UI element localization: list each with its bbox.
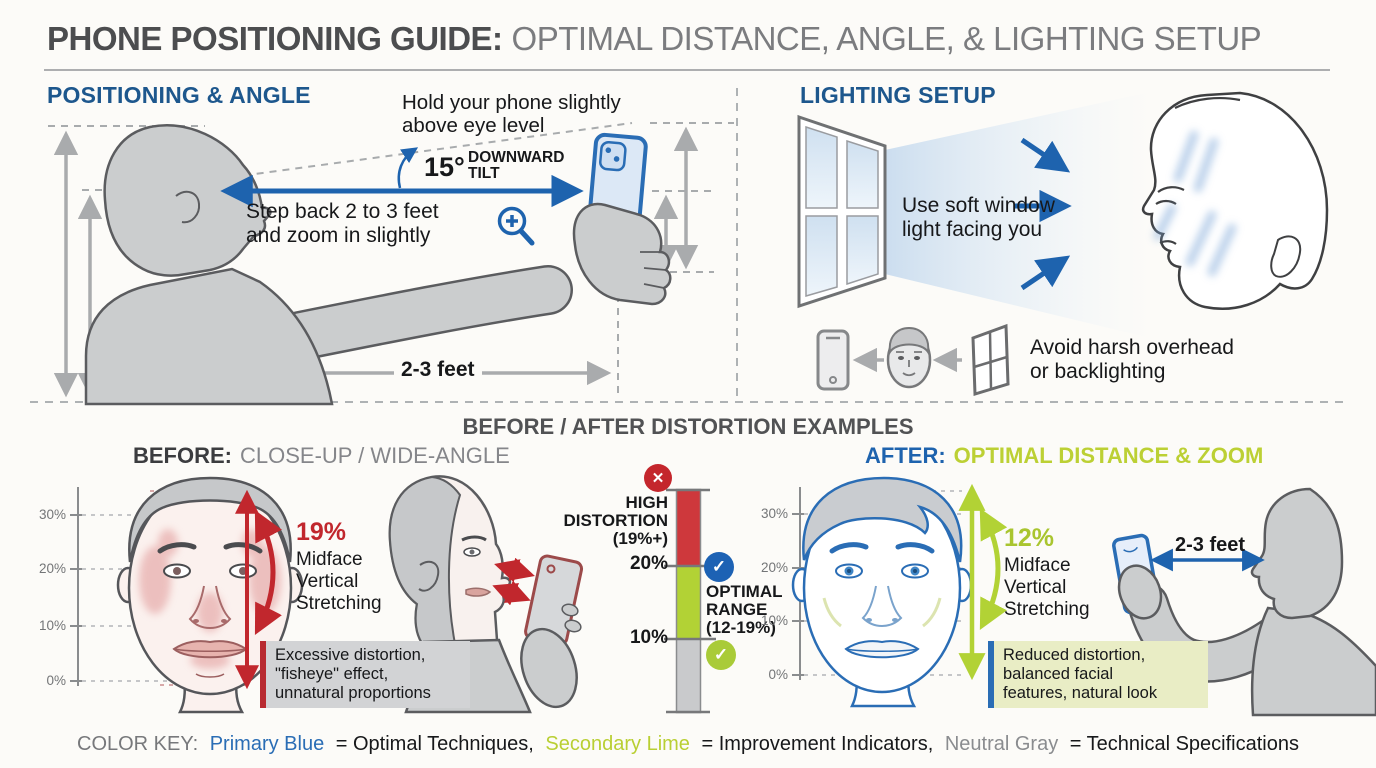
page-title-light: OPTIMAL DISTANCE, ANGLE, & LIGHTING SETU… bbox=[511, 20, 1262, 57]
tilt-angle-value: 15° bbox=[424, 152, 465, 182]
meter-optimal-label: OPTIMAL RANGE (12-19%) bbox=[706, 582, 783, 638]
avoid-light-note: Avoid harsh overhead or backlighting bbox=[1030, 336, 1234, 384]
after-face bbox=[791, 476, 973, 708]
color-key-lime: Secondary Lime bbox=[545, 733, 690, 755]
phone-small-icon bbox=[816, 329, 850, 391]
after-metric: Midface Vertical Stretching bbox=[1004, 555, 1090, 621]
examples-heading: BEFORE / AFTER DISTORTION EXAMPLES bbox=[462, 414, 914, 439]
person-silhouette-left bbox=[84, 124, 573, 406]
page-title: PHONE POSITIONING GUIDE:OPTIMAL DISTANCE… bbox=[47, 20, 1262, 58]
before-label: BEFORE:CLOSE-UP / WIDE-ANGLE bbox=[133, 443, 510, 468]
meter-high-label: HIGH DISTORTION (19%+) bbox=[563, 493, 668, 549]
after-curve-arrow bbox=[979, 508, 1008, 630]
before-curve-arrow bbox=[254, 510, 282, 636]
after-note-box: Reduced distortion, balanced facial feat… bbox=[988, 641, 1208, 709]
tilt-arc-arrow bbox=[397, 147, 419, 189]
before-percent: 19% bbox=[296, 518, 347, 546]
window-large bbox=[797, 92, 1150, 338]
window-small-icon bbox=[971, 323, 1010, 397]
face-small-icon bbox=[886, 326, 932, 389]
camera-module-icon bbox=[599, 140, 627, 172]
before-distance-label: 2-3 feet bbox=[394, 358, 482, 382]
color-key-blue: Primary Blue bbox=[209, 733, 325, 755]
soft-light-streaks bbox=[1153, 130, 1237, 277]
ear-line bbox=[175, 190, 201, 224]
meter-tick-20: 20% bbox=[629, 553, 668, 574]
meter-tick-10: 10% bbox=[629, 627, 668, 648]
distortion-meter bbox=[664, 488, 716, 714]
optimal-check-icon: ✓ bbox=[704, 552, 734, 582]
before-tick-30: 30% bbox=[38, 507, 66, 522]
color-key-gray: Neutral Gray bbox=[944, 733, 1059, 755]
after-tick-0: 0% bbox=[768, 667, 788, 682]
before-metric: Midface Vertical Stretching bbox=[296, 549, 382, 615]
light-beam bbox=[885, 92, 1150, 338]
ear-line bbox=[1270, 235, 1302, 278]
zoom-in-icon bbox=[497, 206, 535, 246]
hand bbox=[1117, 564, 1163, 620]
too-close-arrows bbox=[492, 557, 535, 606]
hand-left bbox=[572, 202, 672, 306]
after-tick-10: 10% bbox=[760, 613, 788, 628]
soft-light-note: Use soft window light facing you bbox=[902, 194, 1055, 242]
face-lighting-profile bbox=[1141, 91, 1329, 310]
step-back-note: Step back 2 to 3 feet and zoom in slight… bbox=[246, 200, 439, 248]
color-key: COLOR KEY: Primary Blue = Optimal Techni… bbox=[77, 733, 1299, 755]
page-title-strong: PHONE POSITIONING GUIDE: bbox=[47, 20, 503, 57]
positioning-heading: POSITIONING & ANGLE bbox=[47, 82, 311, 108]
before-tick-20: 20% bbox=[38, 561, 66, 576]
after-percent: 12% bbox=[1004, 524, 1055, 552]
tilt-angle-label: DOWNWARD TILT bbox=[468, 149, 565, 183]
fail-badge-icon: ✕ bbox=[644, 464, 672, 492]
before-tick-0: 0% bbox=[46, 673, 66, 688]
hand bbox=[520, 627, 578, 709]
after-tick-20: 20% bbox=[760, 560, 788, 575]
low-check-icon: ✓ bbox=[706, 640, 736, 670]
avoid-backlight-icons bbox=[816, 323, 1010, 397]
after-tick-30: 30% bbox=[760, 506, 788, 521]
after-distance-label: 2-3 feet bbox=[1174, 534, 1246, 556]
hair bbox=[802, 476, 963, 563]
light-direction-arrows bbox=[1014, 137, 1072, 291]
hold-phone-note: Hold your phone slightly above eye level bbox=[402, 91, 621, 137]
lighting-heading: LIGHTING SETUP bbox=[800, 82, 996, 108]
before-tick-10: 10% bbox=[38, 618, 66, 633]
section-dividers bbox=[30, 88, 1346, 403]
color-key-label: COLOR KEY: bbox=[77, 733, 199, 755]
before-note-box: Excessive distortion, "fisheye" effect, … bbox=[260, 641, 470, 709]
after-label: AFTER:OPTIMAL DISTANCE & ZOOM bbox=[865, 443, 1264, 468]
title-divider bbox=[44, 69, 1330, 71]
